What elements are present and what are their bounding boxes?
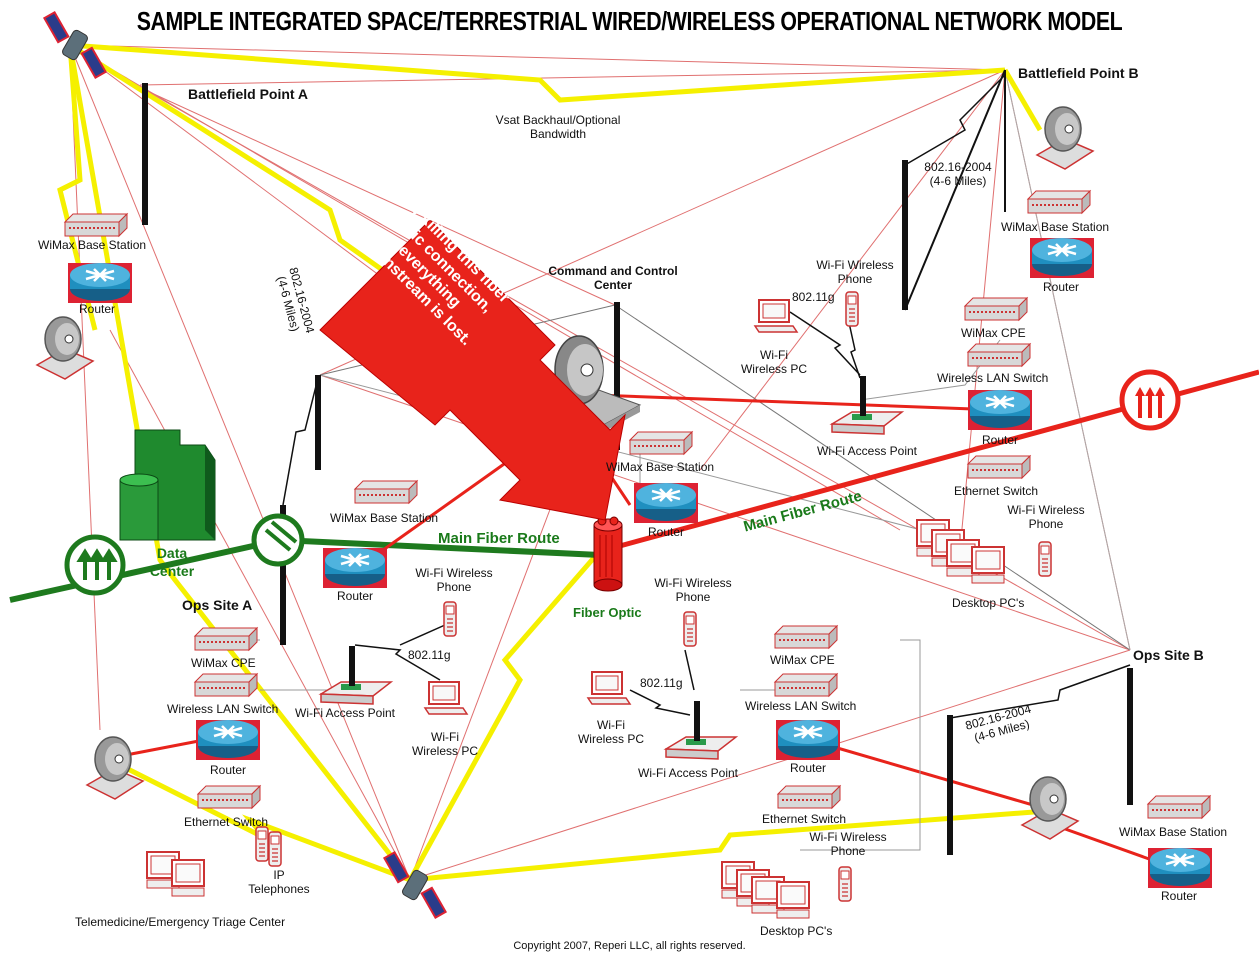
device-label: Wi-Fi Access Point: [295, 706, 396, 720]
zigzag-links: [282, 74, 1131, 719]
site-label-bf-b: Battlefield Point B: [1018, 65, 1139, 81]
device-label: Router: [337, 589, 374, 603]
device-label: WiMax CPE: [770, 653, 835, 667]
switch-icon: [64, 213, 128, 237]
phone-icon: [683, 611, 697, 647]
device-label: Wi-Fi Access Point: [817, 444, 918, 458]
switch-icon: [354, 480, 418, 504]
device-label: Router: [79, 302, 116, 316]
device-label: Ethernet Switch: [184, 815, 269, 829]
device-label: Wi-Fi Wireless PC: [740, 348, 807, 376]
device-label: Wi-Fi Wireless PC: [411, 730, 478, 758]
switch-icon: [197, 785, 261, 809]
switch-icon: [629, 431, 693, 455]
device-label: WiMax Base Station: [606, 460, 715, 474]
router-icon: [632, 481, 700, 525]
device-label: Wireless LAN Switch: [745, 699, 857, 713]
router-icon: [321, 546, 389, 590]
towers: [142, 69, 1133, 855]
fiber-optic-node: [593, 516, 623, 592]
dish-icon: [86, 736, 144, 800]
device-label: Ethernet Switch: [762, 812, 847, 826]
copyright: Copyright 2007, Reperi LLC, all rights r…: [513, 940, 746, 952]
wifi-label-3: 802.11g: [640, 676, 683, 690]
laptop-icon: [424, 681, 468, 715]
switch-icon: [777, 785, 841, 809]
access-point-icon: [665, 700, 737, 760]
device-label: WiMax CPE: [961, 326, 1026, 340]
device-label: Wireless LAN Switch: [167, 702, 279, 716]
switch-icon: [1027, 190, 1091, 214]
data-center-label: Data Center: [149, 545, 195, 579]
page-title: SAMPLE INTEGRATED SPACE/TERRESTRIAL WIRE…: [136, 6, 1123, 36]
vsat-label: Vsat Backhaul/Optional Bandwidth: [495, 113, 621, 141]
red-circle-icon: [1119, 369, 1181, 431]
device-label: Router: [790, 761, 827, 775]
device-label: Desktop PC's: [760, 924, 833, 938]
phone-icon: [1038, 541, 1052, 577]
router-icon: [774, 718, 842, 762]
device-label: WiMax Base Station: [38, 238, 147, 252]
data-center-building: [119, 429, 216, 541]
site-label-c2: Command and Control Center: [548, 264, 678, 292]
device-label: Router: [982, 433, 1019, 447]
wimax-b-label: 802.16-2004 (4-6 Miles): [924, 160, 992, 188]
callout-arrow: [319, 219, 626, 521]
device-label: Wi-Fi Access Point: [638, 766, 739, 780]
router-icon: [1146, 846, 1214, 890]
device-label: Wi-Fi Wireless Phone: [816, 258, 894, 286]
phone-icon: [443, 601, 457, 637]
device-label: Ethernet Switch: [954, 484, 1039, 498]
switch-icon: [194, 627, 258, 651]
switch-icon: [967, 455, 1031, 479]
laptop-icon: [754, 299, 798, 333]
router-icon: [66, 261, 134, 305]
device-label: Telemedicine/Emergency Triage Center: [75, 915, 286, 929]
wifi-label-2: 802.11g: [408, 648, 451, 662]
site-label-ops-b: Ops Site B: [1133, 647, 1204, 663]
device-label: WiMax Base Station: [1001, 220, 1110, 234]
router-icon: [1028, 236, 1096, 280]
switch-icon: [774, 625, 838, 649]
device-label: Wi-Fi Wireless Phone: [1007, 503, 1085, 531]
device-label: Wi-Fi Wireless Phone: [415, 566, 493, 594]
device-label: WiMax Base Station: [1119, 825, 1228, 839]
laptop-icon: [587, 671, 631, 705]
device-label: Wireless LAN Switch: [937, 371, 1049, 385]
device-label: Wi-Fi Wireless Phone: [654, 576, 732, 604]
router-icon: [194, 718, 262, 762]
device-label: Wi-Fi Wireless Phone: [809, 830, 887, 858]
device-label: IP Telephones: [248, 868, 310, 896]
switch-icon: [964, 297, 1028, 321]
wifi-label-1: 802.11g: [792, 290, 835, 304]
device-label: Router: [648, 525, 685, 539]
phone-icon: [838, 866, 852, 902]
phone-icon: [845, 291, 859, 327]
access-point-icon: [320, 645, 392, 705]
green-route-label: Main Fiber Route: [438, 530, 560, 547]
dish-icon: [1036, 106, 1094, 170]
router-icon: [966, 388, 1034, 432]
device-label: Wi-Fi Wireless PC: [577, 718, 644, 746]
device-label: WiMax CPE: [191, 656, 256, 670]
site-label-bf-a: Battlefield Point A: [188, 86, 309, 102]
device-label: Router: [1043, 280, 1080, 294]
device-label: Router: [210, 763, 247, 777]
switch-icon: [967, 343, 1031, 367]
device-label: WiMax Base Station: [330, 511, 439, 525]
switch-icon: [1147, 795, 1211, 819]
device-label: Router: [1161, 889, 1198, 903]
satellite-icon-bottom: [370, 848, 460, 922]
site-label-ops-a: Ops Site A: [182, 597, 253, 613]
fiber-optic-label: Fiber Optic: [573, 605, 642, 620]
device-label: Desktop PC's: [952, 596, 1025, 610]
switch-icon: [774, 673, 838, 697]
switch-icon: [194, 673, 258, 697]
